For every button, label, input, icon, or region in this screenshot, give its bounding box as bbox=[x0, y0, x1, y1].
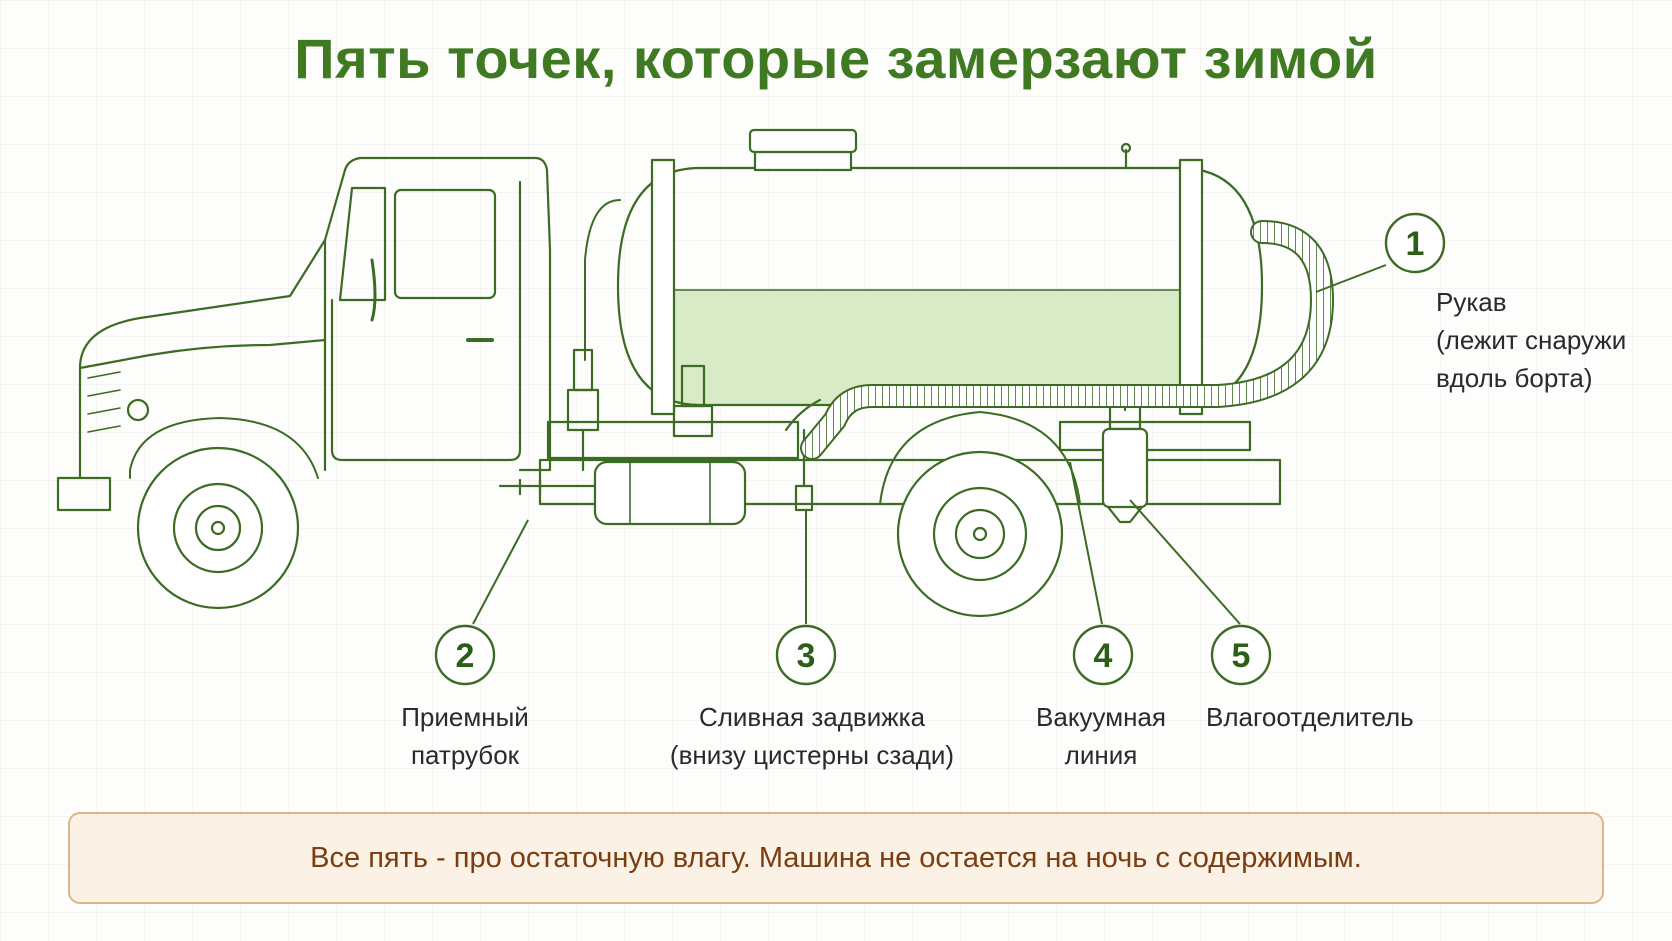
svg-text:2: 2 bbox=[456, 637, 475, 675]
label-drain-line1: Сливная задвижка bbox=[698, 702, 926, 732]
badge-4: 4 bbox=[1072, 624, 1134, 686]
label-hose-line1: Рукав bbox=[1436, 287, 1507, 317]
badge-1: 1 bbox=[1384, 212, 1446, 274]
badge-2: 2 bbox=[434, 624, 496, 686]
moisture-separator bbox=[1101, 396, 1149, 524]
cab bbox=[56, 156, 552, 512]
front-wheel bbox=[136, 446, 300, 610]
leader-lines bbox=[472, 264, 1387, 625]
vacuum-truck bbox=[56, 128, 1282, 618]
svg-text:3: 3 bbox=[797, 637, 816, 675]
label-vacuum-line: Вакуумная линия bbox=[1036, 698, 1166, 774]
label-vacuum-line2: линия bbox=[1064, 740, 1138, 770]
summary-note-text: Все пять - про остаточную влагу. Машина … bbox=[310, 841, 1362, 874]
label-separator-line1: Влагоотделитель bbox=[1206, 702, 1414, 732]
tank-liquid bbox=[662, 290, 1192, 405]
svg-text:4: 4 bbox=[1094, 637, 1113, 675]
label-intake-pipe: Приемный патрубок bbox=[401, 698, 529, 774]
label-hose-line2: (лежит снаружи bbox=[1436, 325, 1627, 355]
label-drain-valve: Сливная задвижка (внизу цистерны сзади) bbox=[670, 698, 954, 774]
svg-text:5: 5 bbox=[1232, 637, 1251, 675]
page-title: Пять точек, которые замерзают зимой bbox=[294, 27, 1378, 90]
label-hose-line3: вдоль борта) bbox=[1436, 363, 1593, 393]
summary-note: Все пять - про остаточную влагу. Машина … bbox=[68, 812, 1604, 904]
svg-text:1: 1 bbox=[1406, 225, 1425, 263]
label-moisture-separator: Влагоотделитель bbox=[1206, 698, 1414, 736]
label-intake-line1: Приемный bbox=[401, 702, 529, 732]
chassis bbox=[498, 420, 1282, 526]
label-hose: Рукав (лежит снаружи вдоль борта) bbox=[1436, 283, 1626, 397]
label-drain-line2: (внизу цистерны сзади) bbox=[669, 740, 955, 770]
label-vacuum-line1: Вакуумная bbox=[1036, 702, 1166, 732]
badge-5: 5 bbox=[1210, 624, 1272, 686]
label-intake-line2: патрубок bbox=[410, 740, 520, 770]
rear-wheel bbox=[896, 450, 1064, 618]
tank bbox=[584, 128, 1264, 416]
badge-3: 3 bbox=[775, 624, 837, 686]
